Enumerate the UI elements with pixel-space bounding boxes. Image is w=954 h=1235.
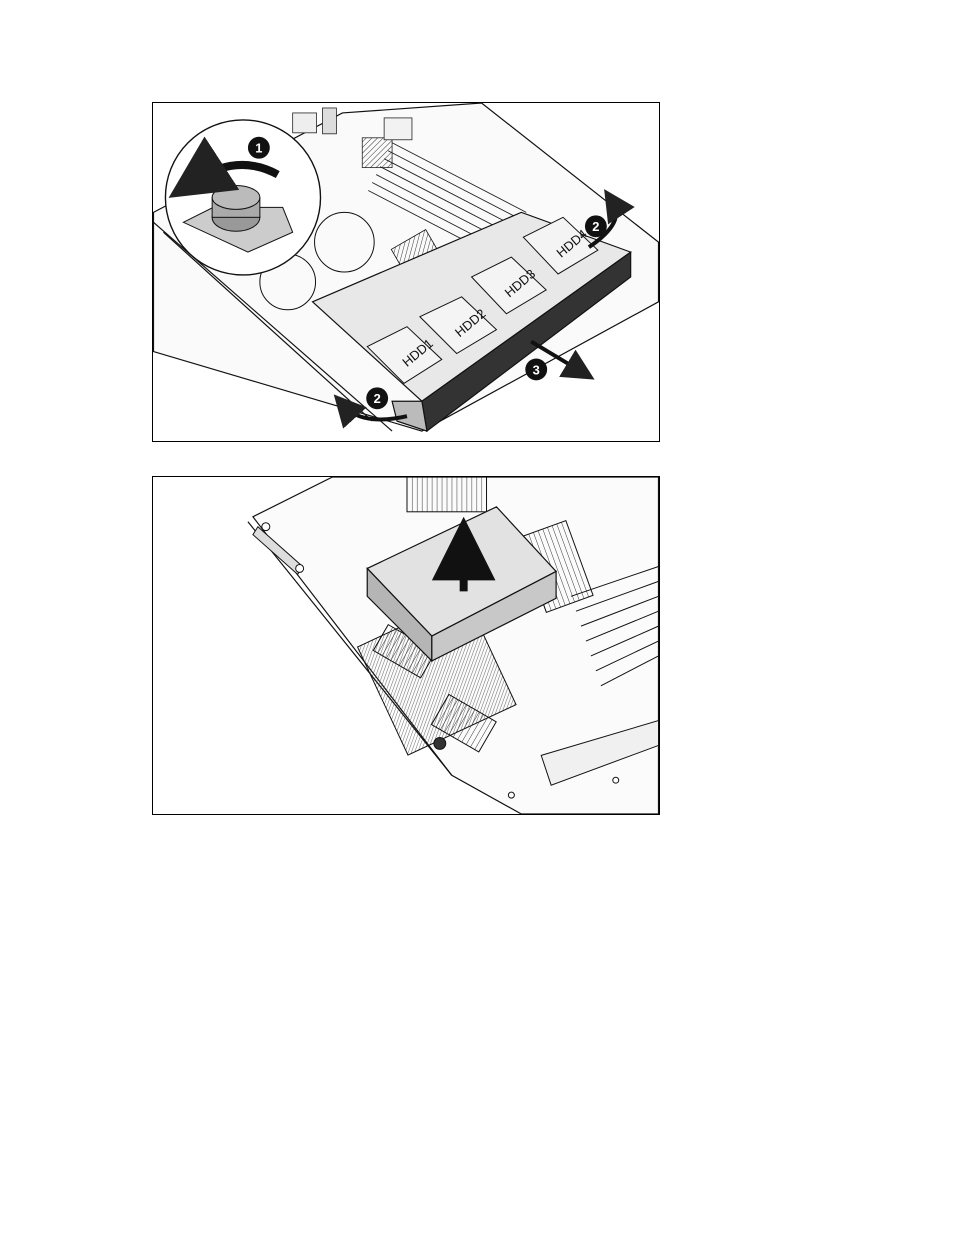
callout-1: 1: [248, 137, 270, 159]
callout-3: 3: [525, 358, 547, 380]
air-baffle-illustration: [153, 477, 659, 814]
screw-hole-icon: [508, 792, 514, 798]
screw-hole-icon: [613, 777, 619, 783]
figure-remove-drive-cage: HDD1 HDD2 HDD3 HDD4: [152, 102, 660, 442]
svg-text:1: 1: [255, 141, 262, 156]
thumbscrew-inset: [165, 120, 320, 275]
svg-text:2: 2: [374, 391, 381, 406]
callout-2-right: 2: [585, 215, 607, 237]
thumbscrew-icon: [212, 186, 260, 210]
heatsink-top: [407, 477, 487, 512]
callout-2-left: 2: [366, 387, 388, 409]
screw-icon: [434, 737, 446, 749]
svg-text:2: 2: [592, 219, 599, 234]
drive-cage-illustration: HDD1 HDD2 HDD3 HDD4: [153, 103, 659, 441]
svg-text:3: 3: [533, 362, 540, 377]
figure-remove-air-baffle: [152, 476, 660, 815]
